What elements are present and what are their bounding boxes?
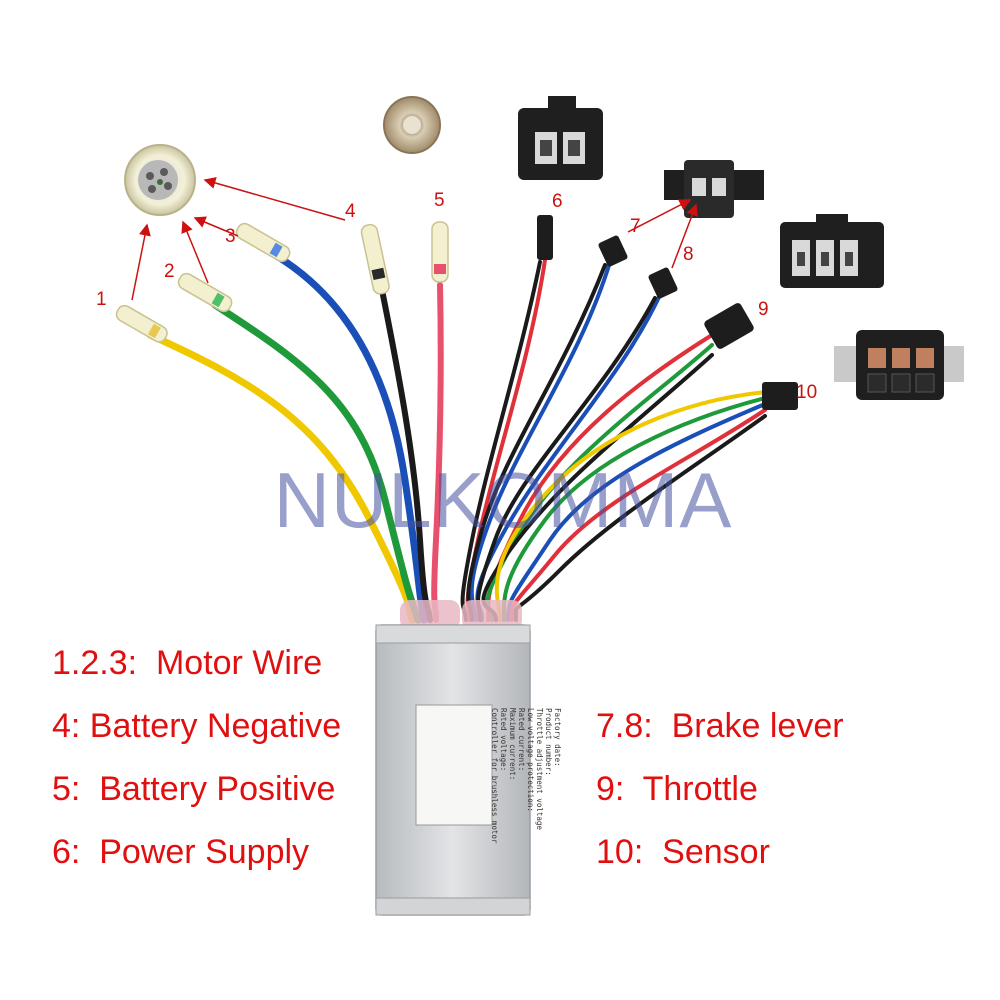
- arrow-1: [131, 223, 151, 301]
- connector-2: [177, 272, 233, 313]
- label-9: 9: [758, 299, 769, 320]
- watermark: NULKOMMA: [273, 456, 733, 544]
- connector-9: [704, 303, 754, 349]
- label-5: 5: [434, 190, 445, 211]
- legend-throttle: 9: Throttle: [596, 770, 758, 808]
- arrow-3: [193, 216, 239, 237]
- connector-1: [115, 304, 168, 343]
- arrow-7: [627, 199, 692, 233]
- controller-label-line: Rated current:: [517, 708, 526, 771]
- connector-3: [235, 222, 291, 263]
- label-6: 6: [552, 191, 563, 212]
- legend-brake-lever: 7.8: Brake lever: [596, 707, 844, 745]
- arrow-2: [181, 220, 209, 284]
- controller-label-line: Rated voltage:: [499, 708, 508, 771]
- connector-face-6: [518, 96, 603, 180]
- connector-10: [762, 382, 798, 410]
- signal-connectors: [537, 215, 798, 410]
- motor-round-plug: [124, 144, 196, 216]
- wire-10-green: [501, 396, 767, 622]
- controller-label-line: Factory date:: [553, 708, 562, 767]
- brass-bullet-plug: [383, 96, 441, 154]
- label-10: 10: [796, 382, 817, 403]
- left-wire-bundle: [146, 251, 444, 624]
- connector-face-7-8: [664, 160, 764, 218]
- legend-power-supply: 6: Power Supply: [52, 833, 310, 871]
- arrow-4: [203, 177, 346, 221]
- label-4: 4: [345, 201, 356, 222]
- wire-number-labels: 1 2 3 4 5 6 7 8 9 10: [96, 190, 817, 403]
- controller-label-line: Throttle adjustment voltage: [535, 708, 544, 830]
- wire-10-yellow: [494, 390, 767, 622]
- wire-7-blue: [469, 260, 612, 622]
- legend-battery-positive: 5: Battery Positive: [52, 770, 336, 808]
- connector-face-10: [834, 330, 964, 400]
- bullet-connectors: [115, 221, 449, 343]
- controller-label-line: Controller for brushless motor: [490, 708, 499, 844]
- label-3: 3: [225, 226, 236, 247]
- label-7: 7: [630, 216, 641, 237]
- connector-face-9: [780, 214, 884, 288]
- controller-label-line: Product number:: [544, 708, 553, 776]
- legend-motor-wire: 1.2.3: Motor Wire: [52, 644, 323, 682]
- wire-3-blue: [271, 251, 428, 624]
- wire-7-black: [466, 263, 607, 622]
- connector-4: [360, 223, 390, 295]
- legend-sensor: 10: Sensor: [596, 833, 770, 871]
- connector-7: [598, 235, 628, 267]
- label-1: 1: [96, 289, 107, 310]
- connector-6: [537, 215, 553, 260]
- controller-label-line: Low voltage protection:: [526, 708, 535, 812]
- wire-5-red: [431, 282, 444, 623]
- label-8: 8: [683, 244, 694, 265]
- arrow-8: [671, 203, 698, 269]
- label-2: 2: [164, 261, 175, 282]
- controller-label-line: Maximum current:: [508, 708, 517, 780]
- wire-10-blue: [506, 402, 767, 622]
- wire-2-green: [211, 301, 422, 624]
- annotations: [131, 177, 698, 301]
- connector-5: [431, 221, 449, 283]
- legend-battery-negative: 4: Battery Negative: [52, 707, 342, 745]
- connector-8: [648, 267, 678, 299]
